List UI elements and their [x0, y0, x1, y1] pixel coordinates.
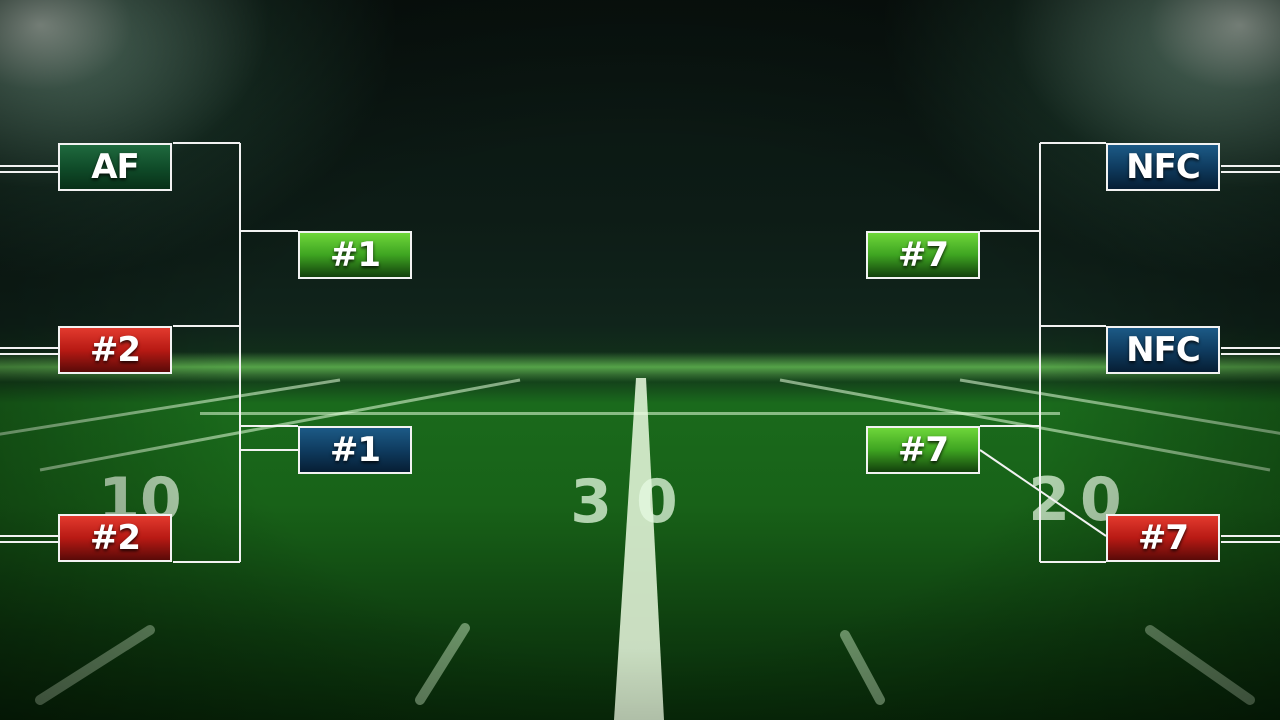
seed-label: #2 — [89, 330, 141, 370]
afc-seed-box[interactable]: #1 — [298, 231, 412, 279]
nfc-line — [979, 449, 1107, 537]
seed-label: NFC — [1126, 147, 1201, 187]
nfc-seed-box[interactable]: NFC — [1106, 143, 1220, 191]
seed-label: NFC — [1126, 330, 1201, 370]
seed-label: AF — [91, 147, 140, 187]
seed-label: #1 — [329, 235, 381, 275]
seed-label: #7 — [1137, 518, 1189, 558]
nfc-seed-box[interactable]: #7 — [866, 426, 980, 474]
seed-label: #1 — [329, 430, 381, 470]
afc-seed-box[interactable]: #1 — [298, 426, 412, 474]
nfc-seed-box[interactable]: NFC — [1106, 326, 1220, 374]
afc-seed-box[interactable]: #2 — [58, 514, 172, 562]
afc-seed-box[interactable]: AF — [58, 143, 172, 191]
seed-label: #2 — [89, 518, 141, 558]
afc-seed-box[interactable]: #2 — [58, 326, 172, 374]
nfc-seed-box[interactable]: #7 — [866, 231, 980, 279]
seed-label: #7 — [897, 235, 949, 275]
nfc-seed-box[interactable]: #7 — [1106, 514, 1220, 562]
seed-label: #7 — [897, 430, 949, 470]
